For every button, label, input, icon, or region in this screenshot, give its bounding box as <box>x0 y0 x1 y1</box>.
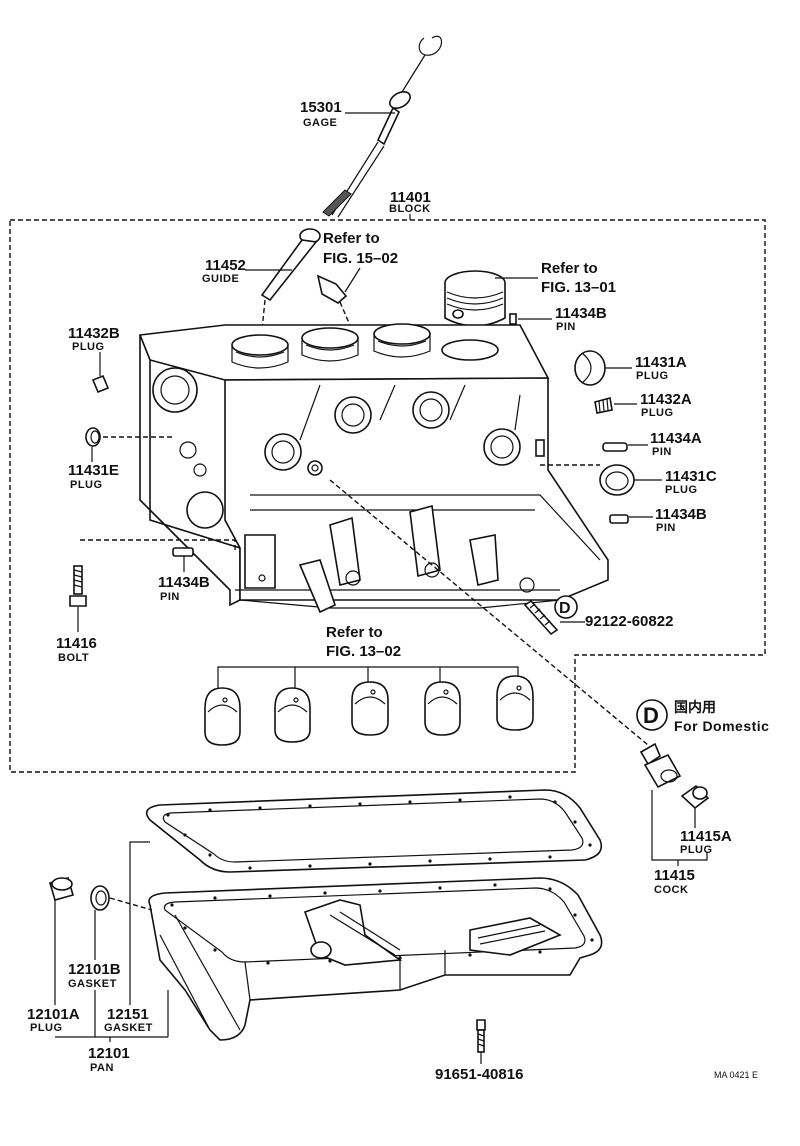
pin-11434a[interactable] <box>602 442 628 452</box>
ref-fig1301-line2: FIG. 13–01 <box>541 279 616 296</box>
pin-11434b-top[interactable] <box>509 313 517 325</box>
drain-gasket-12101b[interactable] <box>90 885 110 911</box>
label-11431c: 11431C <box>665 468 717 485</box>
label-11434b-right: 11434B <box>655 506 707 523</box>
label-15301: 15301 <box>300 99 342 116</box>
ref-fig1301-line1: Refer to <box>541 260 598 277</box>
label-12101: 12101 <box>88 1045 130 1062</box>
stud-92122[interactable] <box>523 599 559 636</box>
main-bearings <box>204 675 534 746</box>
bolt-91651[interactable] <box>476 1019 486 1053</box>
legend-mark-circle <box>636 699 668 731</box>
oil-pressure-sender <box>316 274 348 304</box>
label-11431e-name: PLUG <box>70 479 103 491</box>
label-11452: 11452 <box>205 257 246 274</box>
label-11434b-top: 11434B <box>555 305 607 322</box>
ref-fig1302-line1: Refer to <box>326 624 383 641</box>
drain-cock-11415[interactable] <box>639 742 682 789</box>
guide-tube[interactable] <box>260 228 321 302</box>
label-92122: 92122-60822 <box>585 613 673 630</box>
label-12151: 12151 <box>107 1006 149 1023</box>
cylinder-block[interactable] <box>138 323 609 614</box>
plug-11431c[interactable] <box>599 464 635 496</box>
drain-plug-11415a[interactable] <box>680 784 710 810</box>
label-11432a: 11432A <box>640 391 692 408</box>
plug-11431a[interactable] <box>574 350 606 386</box>
block-group-boundary <box>9 219 766 773</box>
label-12101-name: PAN <box>90 1062 114 1074</box>
label-12101a: 12101A <box>27 1006 80 1023</box>
domestic-mark-circle <box>554 595 578 619</box>
label-11431c-name: PLUG <box>665 484 698 496</box>
label-11434a: 11434A <box>650 430 702 447</box>
pin-11434b-left[interactable] <box>172 547 194 557</box>
label-15301-name: GAGE <box>303 117 337 129</box>
plug-11431e[interactable] <box>85 427 101 447</box>
oil-pan-12101[interactable] <box>148 877 603 1041</box>
piston-assembly <box>444 270 506 327</box>
label-11434b-right-name: PIN <box>656 522 676 534</box>
label-12101a-name: PLUG <box>30 1022 63 1034</box>
label-11415: 11415 <box>654 867 695 884</box>
label-12101b-name: GASKET <box>68 978 117 990</box>
label-11415a: 11415A <box>680 828 732 845</box>
label-11401-name: BLOCK <box>389 203 431 215</box>
drain-plug-12101a[interactable] <box>49 877 74 901</box>
label-12101b: 12101B <box>68 961 121 978</box>
label-11432a-name: PLUG <box>641 407 674 419</box>
label-11401: 11401 <box>390 189 431 206</box>
domestic-mark-letter: D <box>559 600 571 617</box>
label-11434b-left: 11434B <box>158 574 210 591</box>
ref-fig1302-line2: FIG. 13–02 <box>326 643 401 660</box>
bolt-11416[interactable] <box>69 565 87 607</box>
label-11432b: 11432B <box>68 325 120 342</box>
label-11415-name: COCK <box>654 884 688 896</box>
label-11452-name: GUIDE <box>202 273 239 285</box>
label-11431a-name: PLUG <box>636 370 669 382</box>
label-11416-name: BOLT <box>58 652 89 664</box>
label-11434b-top-name: PIN <box>556 321 576 333</box>
label-11432b-name: PLUG <box>72 341 105 353</box>
oil-pan-gasket-12151[interactable] <box>145 789 603 873</box>
label-11431e: 11431E <box>68 462 119 479</box>
pin-11434b-right[interactable] <box>609 514 629 524</box>
legend-en: For Domestic <box>674 718 769 734</box>
ref-fig1502-line2: FIG. 15–02 <box>323 250 398 267</box>
ref-fig1502-line1: Refer to <box>323 230 380 247</box>
label-91651: 91651-40816 <box>435 1066 523 1083</box>
legend-mark-letter: D <box>643 703 659 728</box>
label-11434b-left-name: PIN <box>160 591 180 603</box>
label-11415a-name: PLUG <box>680 844 713 856</box>
label-11431a: 11431A <box>635 354 687 371</box>
figure-code: MA 0421 E <box>714 1070 758 1080</box>
legend-jp: 国内用 <box>674 699 716 715</box>
dipstick-gage[interactable] <box>322 35 443 218</box>
plug-11432b[interactable] <box>91 374 110 394</box>
label-11416: 11416 <box>56 635 97 652</box>
label-11434a-name: PIN <box>652 446 672 458</box>
label-12151-name: GASKET <box>104 1022 153 1034</box>
